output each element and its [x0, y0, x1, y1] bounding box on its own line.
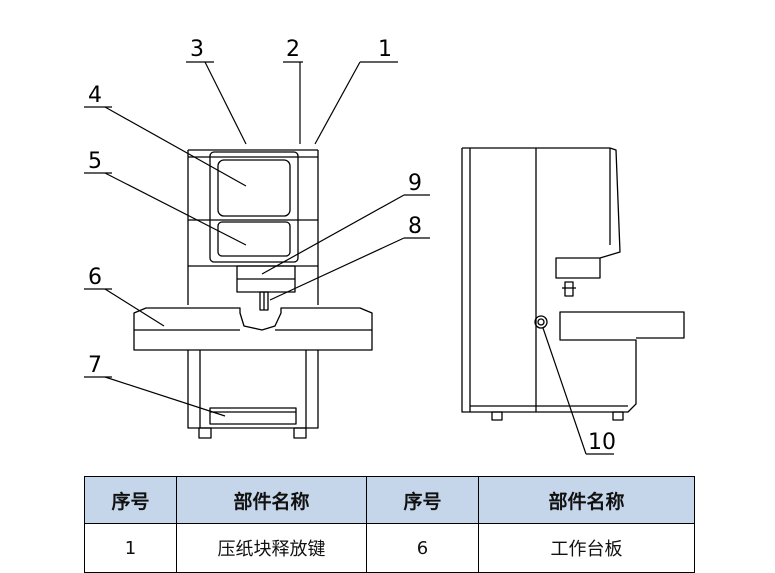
table-row: 1 压纸块释放键 6 工作台板 [84, 523, 695, 573]
row-part-name-1: 压纸块释放键 [176, 523, 367, 573]
row-index-2: 6 [366, 523, 479, 573]
callout-6: 6 [88, 265, 102, 290]
header-index-1: 序号 [84, 476, 177, 524]
front-view [133, 149, 373, 439]
parts-table: 序号 部件名称 序号 部件名称 1 压纸块释放键 6 工作台板 [84, 476, 695, 573]
row-part-name-2: 工作台板 [478, 523, 695, 573]
header-part-name-1: 部件名称 [176, 476, 367, 524]
callout-2: 2 [286, 37, 300, 62]
row-index-1: 1 [84, 523, 177, 573]
leader-lines [84, 61, 614, 455]
table-header-row: 序号 部件名称 序号 部件名称 [84, 476, 695, 524]
callout-1: 1 [378, 37, 392, 62]
callout-9: 9 [408, 171, 422, 196]
callout-8: 8 [408, 214, 422, 239]
side-view [461, 147, 685, 421]
callout-10: 10 [588, 430, 616, 455]
header-index-2: 序号 [366, 476, 479, 524]
callout-7: 7 [88, 353, 102, 378]
callout-3: 3 [190, 37, 204, 62]
callout-4: 4 [88, 83, 102, 108]
callout-5: 5 [88, 149, 102, 174]
machine-diagram: 1 2 3 4 5 6 7 8 9 10 [84, 37, 685, 455]
header-part-name-2: 部件名称 [478, 476, 695, 524]
